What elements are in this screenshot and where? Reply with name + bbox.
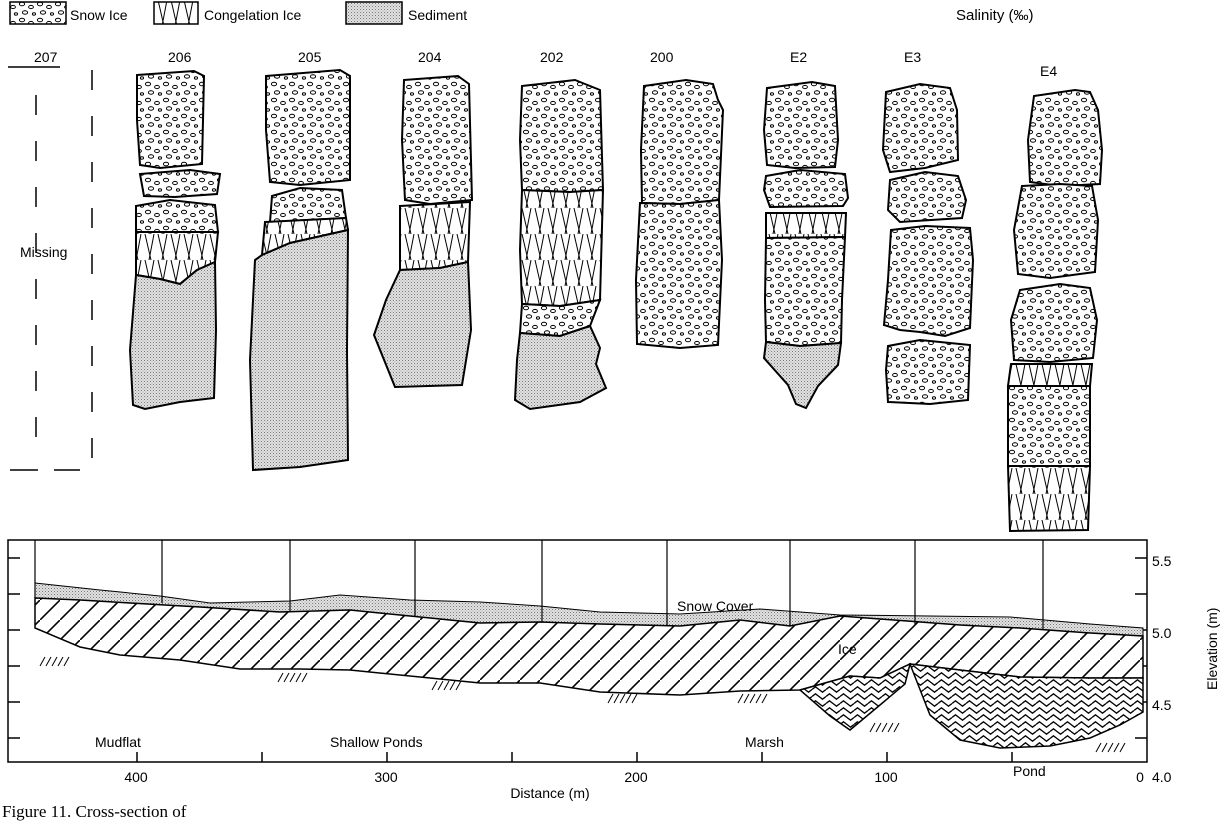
y-tick-label: 5.5 — [1152, 553, 1172, 569]
core-E4-congelation-ice-lower — [1008, 466, 1090, 531]
core-E4-snow-ice-3 — [1011, 284, 1097, 362]
salinity-axis-label: Salinity (‰) — [956, 7, 1034, 24]
core-205-snow-ice-2 — [270, 188, 346, 222]
legend-sediment-label: Sediment — [408, 7, 467, 23]
snow-cover-label: Snow Cover — [677, 598, 754, 614]
core-206: 206 — [130, 49, 220, 409]
legend-congelation-ice-label: Congelation Ice — [204, 7, 302, 23]
core-200-snow-ice-2 — [636, 200, 722, 348]
core-E2-snow-ice-3 — [765, 237, 845, 346]
core-E2-sediment — [764, 342, 841, 408]
core-label-E4: E4 — [1040, 63, 1057, 79]
core-207: 207 Missing — [8, 49, 92, 470]
core-205-sediment — [250, 230, 348, 470]
y-axis-label: Elevation (m) — [1204, 608, 1220, 690]
legend-snow-ice-label: Snow Ice — [70, 7, 128, 23]
core-204-snow-ice-1 — [402, 76, 472, 204]
core-label-207: 207 — [34, 49, 58, 65]
core-E4-congelation-ice-upper — [1008, 364, 1092, 386]
core-202: 202 — [515, 49, 606, 409]
x-tick-label: 0 — [1136, 769, 1144, 785]
missing-label: Missing — [20, 244, 67, 260]
core-E3-snow-ice-2 — [888, 172, 966, 222]
snow-ice-swatch — [10, 2, 66, 24]
y-tick-label: 4.5 — [1152, 697, 1172, 713]
core-label-202: 202 — [540, 49, 564, 65]
core-E3-snow-ice-3 — [884, 226, 973, 336]
x-axis-label: Distance (m) — [510, 785, 589, 801]
zone-marsh-label: Marsh — [745, 734, 784, 750]
core-E3-snow-ice-4 — [886, 340, 970, 404]
ice-label: Ice — [838, 641, 857, 657]
core-E4-snow-ice-2 — [1014, 184, 1098, 278]
core-204: 204 — [374, 49, 472, 387]
congelation-ice-swatch — [154, 2, 198, 24]
core-204-congelation-ice — [400, 202, 470, 270]
core-206-snow-ice-2 — [140, 170, 220, 197]
core-202-congelation-ice — [520, 190, 603, 306]
core-E2-congelation-ice — [766, 213, 846, 238]
zone-pond-label: Pond — [1013, 763, 1046, 779]
core-E4-snow-ice-1 — [1028, 90, 1102, 186]
core-label-200: 200 — [650, 49, 674, 65]
legend: Snow Ice Congelation Ice Sediment — [10, 2, 467, 24]
core-label-204: 204 — [418, 49, 442, 65]
core-E3: E3 — [883, 49, 973, 404]
core-202-sediment — [515, 326, 606, 409]
x-tick-label: 200 — [624, 769, 648, 785]
core-205-snow-ice-1 — [266, 70, 350, 185]
core-202-snow-ice-1 — [520, 80, 603, 192]
core-E4: E4 — [1008, 63, 1102, 531]
core-200: 200 — [636, 49, 723, 348]
y-tick-label: 5.0 — [1152, 625, 1172, 641]
core-E3-snow-ice-1 — [883, 84, 958, 172]
core-E2-snow-ice-1 — [764, 82, 838, 168]
x-tick-label: 300 — [374, 769, 398, 785]
x-tick-label: 100 — [874, 769, 898, 785]
core-200-snow-ice-1 — [641, 80, 723, 204]
zone-shallow-ponds-label: Shallow Ponds — [330, 734, 423, 750]
core-E2-snow-ice-2 — [764, 170, 848, 207]
core-206-sediment — [130, 262, 216, 409]
core-E2: E2 — [764, 49, 848, 408]
core-205: 205 — [250, 49, 350, 470]
core-204-sediment — [374, 262, 471, 387]
x-tick-label: 400 — [124, 769, 148, 785]
core-206-snow-ice-3 — [136, 200, 218, 232]
elevation-profile: Snow Cover Ice Mudflat Shallow Ponds Mar… — [8, 540, 1220, 801]
sediment-swatch — [346, 2, 402, 24]
core-label-E3: E3 — [904, 49, 921, 65]
core-label-205: 205 — [298, 49, 322, 65]
core-206-snow-ice-1 — [137, 71, 204, 168]
y-tick-label: 4.0 — [1152, 769, 1172, 785]
zone-mudflat-label: Mudflat — [95, 734, 141, 750]
core-E4-snow-ice-4 — [1008, 386, 1090, 466]
core-label-206: 206 — [168, 49, 192, 65]
core-label-E2: E2 — [790, 49, 807, 65]
figure-caption: Figure 11. Cross-section of — [2, 802, 1222, 824]
